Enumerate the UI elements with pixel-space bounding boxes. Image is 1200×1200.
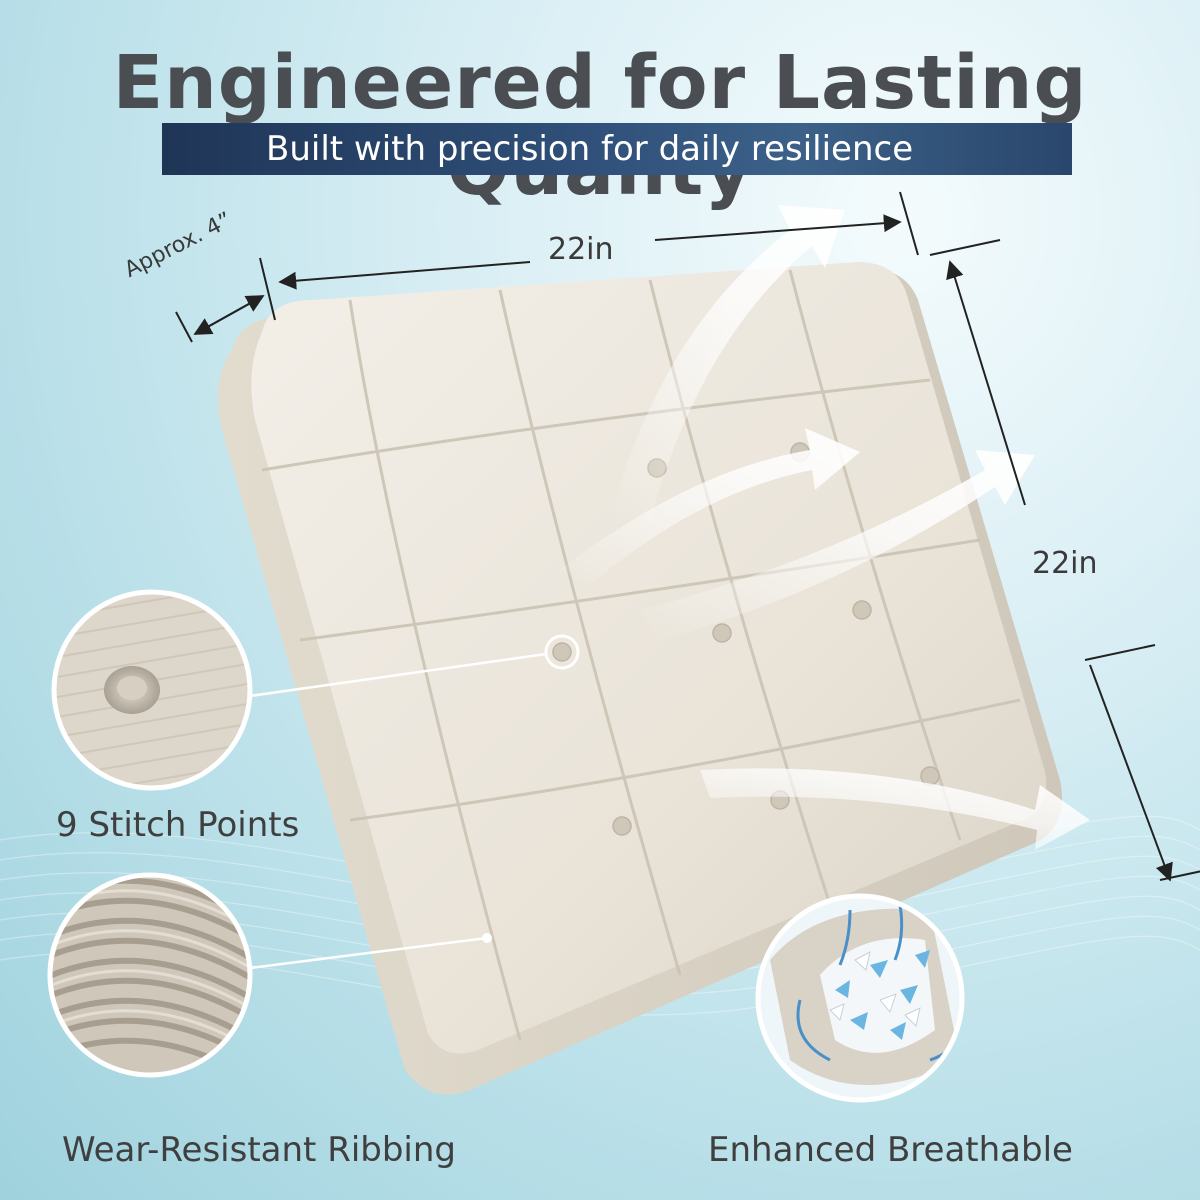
breathable-caption: Enhanced Breathable — [708, 1130, 1073, 1170]
length-dimension-label: 22in — [1032, 546, 1098, 581]
dimension-arrow-icon — [175, 191, 1200, 882]
subtitle-banner: Built with precision for daily resilienc… — [162, 123, 1072, 175]
airflow-arrow-icon — [560, 205, 1090, 850]
ribbing-caption: Wear-Resistant Ribbing — [62, 1130, 457, 1170]
callout-lines — [249, 652, 547, 970]
ribbing-detail-image — [47, 872, 253, 1078]
width-dimension-label: 22in — [548, 232, 614, 267]
foam-detail-image — [755, 893, 965, 1103]
stitch-points-caption: 9 Stitch Points — [56, 805, 300, 845]
stitch-detail-image — [51, 589, 253, 791]
